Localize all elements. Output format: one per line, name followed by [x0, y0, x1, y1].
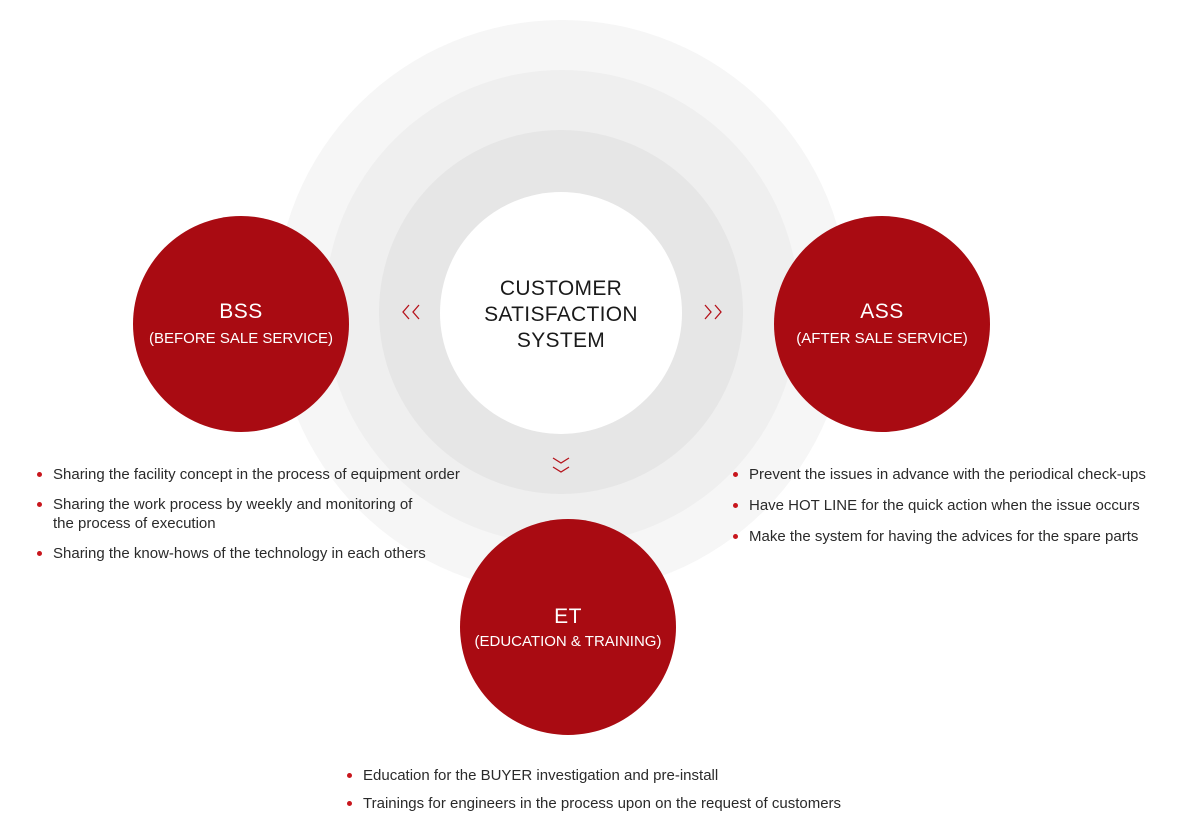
chevron-double-right-icon: [704, 304, 722, 320]
list-item: Education for the BUYER investigation an…: [347, 766, 907, 785]
bullet-dot-icon: [733, 472, 738, 477]
ass-abbr: ASS: [860, 300, 904, 323]
chevron-double-left-icon: [402, 304, 420, 320]
ass-full-name: (AFTER SALE SERVICE): [796, 330, 968, 347]
center-circle: CUSTOMER SATISFACTION SYSTEM: [440, 192, 682, 434]
et-circle: ET (EDUCATION & TRAINING): [460, 519, 676, 735]
bss-full-name: (BEFORE SALE SERVICE): [149, 330, 333, 347]
et-item-text: Education for the BUYER investigation an…: [363, 767, 719, 784]
bullet-dot-icon: [347, 773, 352, 778]
bss-list: Sharing the facility concept in the proc…: [37, 465, 507, 574]
list-item: Have HOT LINE for the quick action when …: [733, 496, 1193, 515]
et-item-text: Trainings for engineers in the process u…: [363, 795, 842, 812]
chevron-double-down-icon: [552, 457, 570, 473]
ass-item-text: Prevent the issues in advance with the p…: [749, 466, 1146, 483]
bss-abbr: BSS: [219, 300, 263, 323]
bullet-dot-icon: [37, 502, 42, 507]
list-item: Prevent the issues in advance with the p…: [733, 465, 1193, 484]
list-item: Trainings for engineers in the process u…: [347, 794, 907, 813]
ass-item-text: Make the system for having the advices f…: [749, 528, 1139, 545]
ass-circle: ASS (AFTER SALE SERVICE): [774, 216, 990, 432]
list-item: Sharing the work process by weekly and m…: [37, 495, 433, 533]
ass-list: Prevent the issues in advance with the p…: [733, 465, 1193, 558]
et-abbr: ET: [554, 605, 582, 628]
bullet-dot-icon: [733, 503, 738, 508]
bullet-dot-icon: [733, 534, 738, 539]
ass-item-text: Have HOT LINE for the quick action when …: [749, 497, 1140, 514]
et-list: Education for the BUYER investigation an…: [347, 766, 907, 822]
bss-item-text: Sharing the facility concept in the proc…: [53, 466, 460, 483]
et-full-name: (EDUCATION & TRAINING): [474, 633, 662, 650]
center-title: CUSTOMER SATISFACTION SYSTEM: [484, 277, 638, 352]
bullet-dot-icon: [37, 472, 42, 477]
list-item: Make the system for having the advices f…: [733, 527, 1193, 546]
bss-circle: BSS (BEFORE SALE SERVICE): [133, 216, 349, 432]
bss-item-text: Sharing the know-hows of the technology …: [53, 545, 426, 562]
list-item: Sharing the know-hows of the technology …: [37, 544, 507, 563]
list-item: Sharing the facility concept in the proc…: [37, 465, 507, 484]
bss-item-text: Sharing the work process by weekly and m…: [53, 496, 413, 532]
bullet-dot-icon: [347, 801, 352, 806]
bullet-dot-icon: [37, 551, 42, 556]
